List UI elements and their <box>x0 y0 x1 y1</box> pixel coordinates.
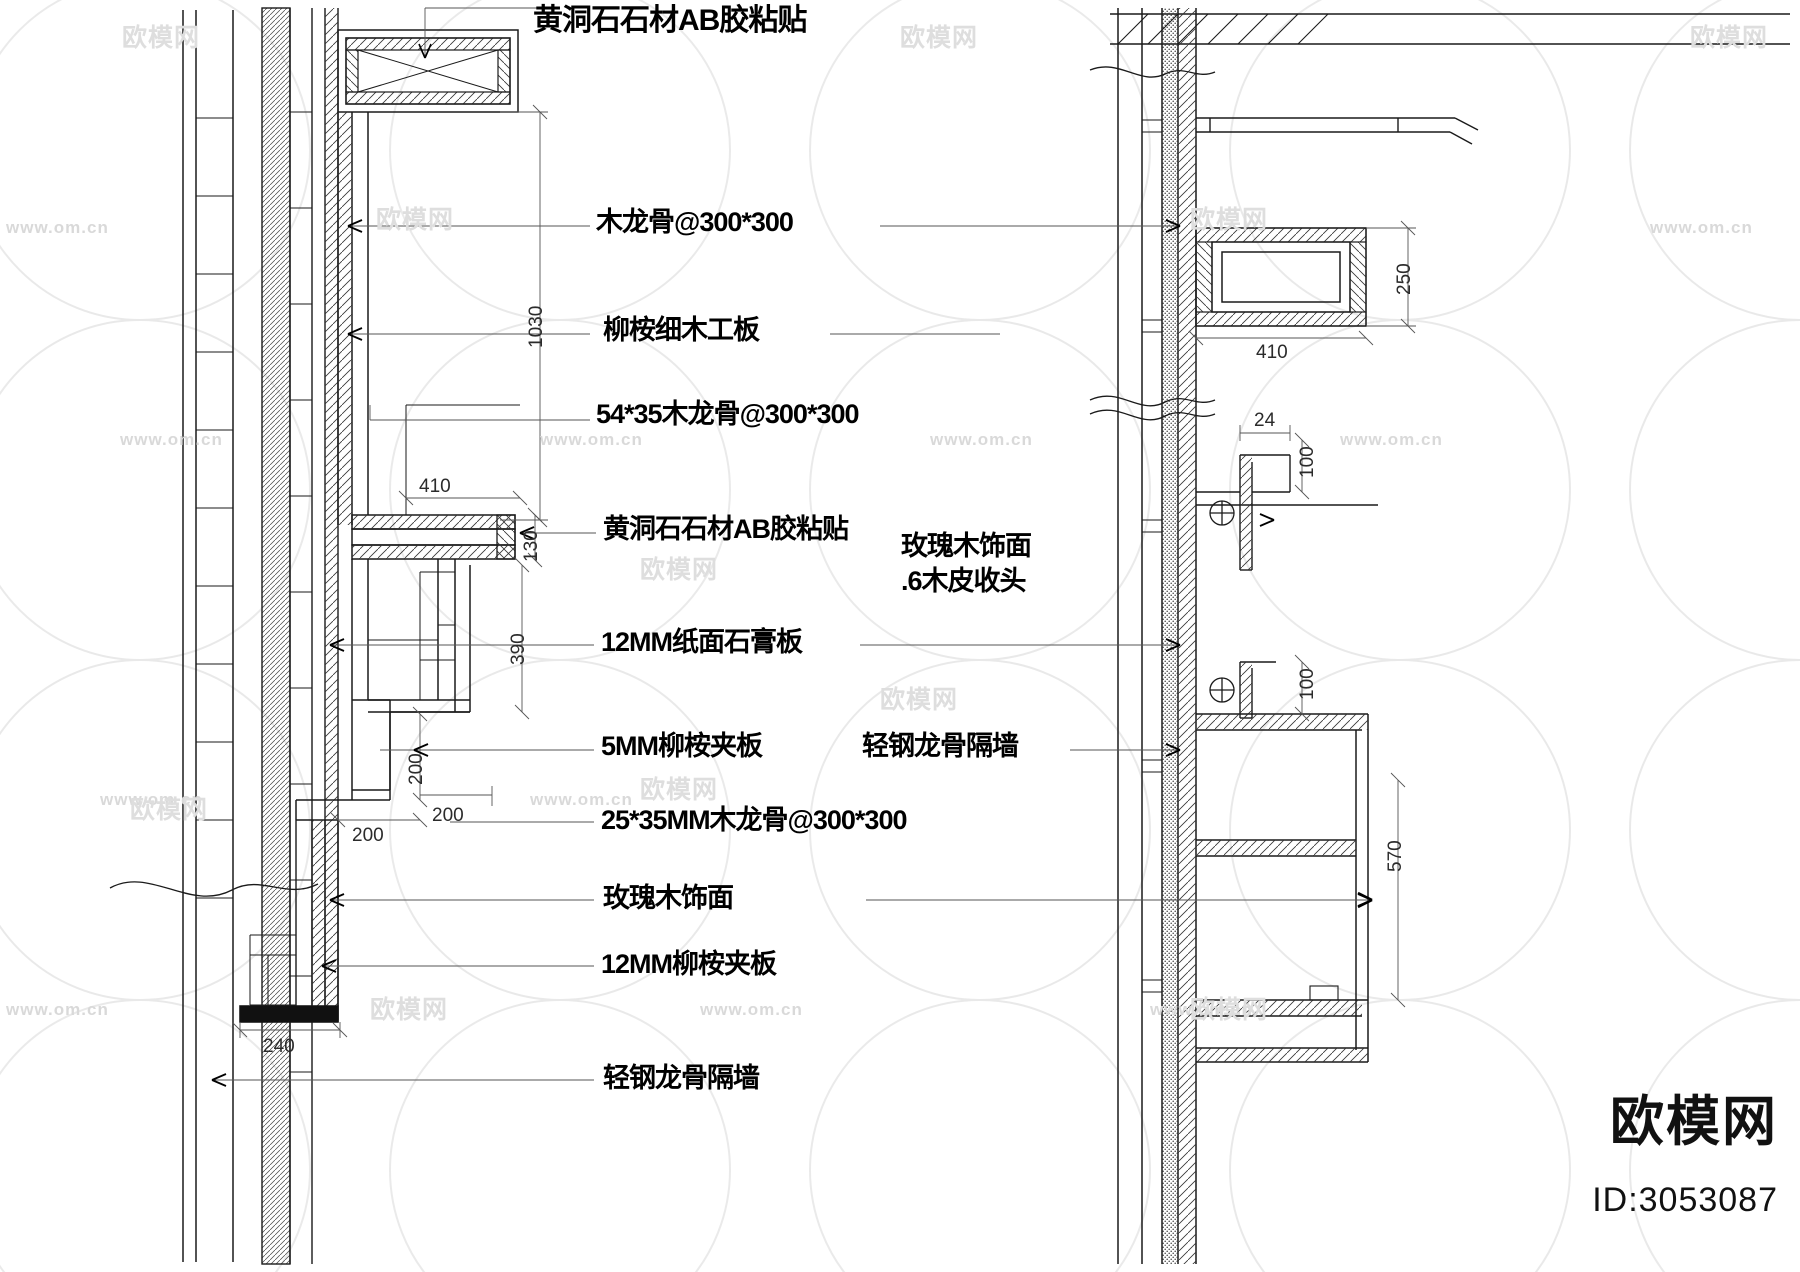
watermark-url: www.om.cn <box>1150 1000 1253 1019</box>
label-stone-ab-glue-mid: 黄洞石石材AB胶粘贴 <box>603 514 849 544</box>
label-steel-stud-wall-bottom: 轻钢龙骨隔墙 <box>603 1063 760 1093</box>
dim-1030: 1030 <box>526 305 547 348</box>
watermark-site: 欧模网 <box>370 996 449 1024</box>
dim-250: 250 <box>1394 263 1415 295</box>
watermark-url: www.om.cn <box>540 430 643 449</box>
label-veneer-edge-trim: .6木皮收头 <box>901 566 1027 596</box>
label-rosewood-veneer-right: 玫瑰木饰面 <box>901 531 1032 561</box>
label-top-title: 黄洞石石材AB胶粘贴 <box>533 4 807 37</box>
brand-logo: 欧模网 <box>1610 1092 1778 1152</box>
watermark-site: 欧模网 <box>122 24 201 52</box>
dim-100-b: 100 <box>1297 668 1318 700</box>
watermark-site: 欧模网 <box>1190 206 1269 234</box>
watermark-url: www.om.cn <box>6 218 109 237</box>
dim-240: 240 <box>263 1036 295 1057</box>
dim-390: 390 <box>508 633 529 665</box>
dim-200-c: 200 <box>352 825 384 846</box>
watermark-site: 欧模网 <box>130 796 209 824</box>
dim-24: 24 <box>1254 410 1276 431</box>
watermark-url: www.om.cn <box>530 790 633 809</box>
label-rosewood-veneer-left: 玫瑰木饰面 <box>603 883 734 913</box>
label-5435-wood-keel: 54*35木龙骨@300*300 <box>596 399 860 429</box>
watermark-url: www.om.cn <box>6 1000 109 1019</box>
label-2535-wood-keel: 25*35MM木龙骨@300*300 <box>601 805 907 835</box>
dim-570: 570 <box>1385 840 1406 872</box>
watermark-site: 欧模网 <box>640 556 719 584</box>
label-blockboard: 柳桉细木工板 <box>603 315 760 345</box>
dim-410-left: 410 <box>419 476 451 497</box>
label-12mm-plywood: 12MM柳桉夹板 <box>601 949 777 979</box>
watermark-site: 欧模网 <box>1190 996 1269 1024</box>
dim-200-b: 200 <box>432 805 464 826</box>
drawing-id: ID:3053087 <box>1592 1181 1778 1219</box>
dim-100-a: 100 <box>1297 446 1318 478</box>
label-steel-stud-wall-right: 轻钢龙骨隔墙 <box>862 731 1019 761</box>
watermark-site: 欧模网 <box>880 686 959 714</box>
watermark-url: www.om.cn <box>100 790 203 809</box>
label-5mm-plywood: 5MM柳桉夹板 <box>601 731 763 761</box>
dim-410-right: 410 <box>1256 342 1288 363</box>
dim-130: 130 <box>521 530 542 562</box>
watermark-site: 欧模网 <box>640 776 719 804</box>
dim-200-a: 200 <box>406 753 427 785</box>
watermark-url: www.om.cn <box>930 430 1033 449</box>
watermark-url: www.om.cn <box>1650 218 1753 237</box>
label-gypsum-board: 12MM纸面石膏板 <box>601 627 803 657</box>
watermark-url: www.om.cn <box>700 1000 803 1019</box>
watermark-site: 欧模网 <box>900 24 979 52</box>
watermark-site: 欧模网 <box>376 206 455 234</box>
watermark-url: www.om.cn <box>1340 430 1443 449</box>
label-wood-keel-300: 木龙骨@300*300 <box>596 207 794 237</box>
watermark-url: www.om.cn <box>120 430 223 449</box>
watermark-site: 欧模网 <box>1690 24 1769 52</box>
